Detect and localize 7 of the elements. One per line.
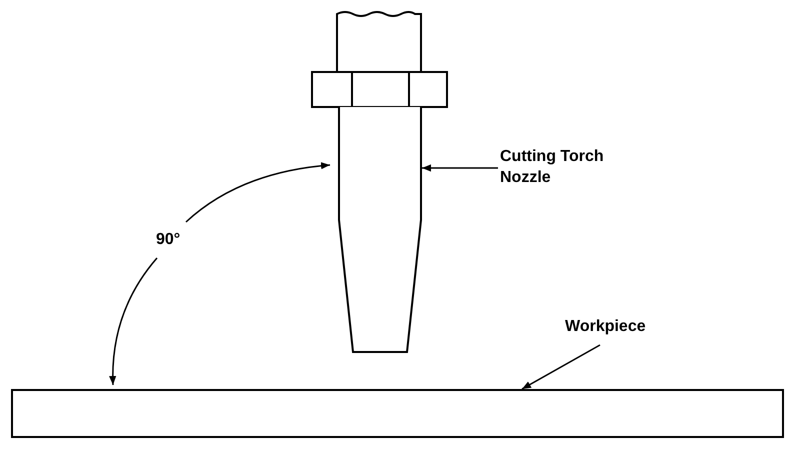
leader-line xyxy=(522,344,600,390)
part-label: Workpiece xyxy=(565,316,685,337)
workpiece-bar xyxy=(11,389,784,438)
torch-nozzle-drawing xyxy=(311,11,448,353)
angle-label: 90° xyxy=(156,230,180,250)
leader-line xyxy=(422,164,498,172)
part-label: Cutting Torch Nozzle xyxy=(500,146,604,188)
